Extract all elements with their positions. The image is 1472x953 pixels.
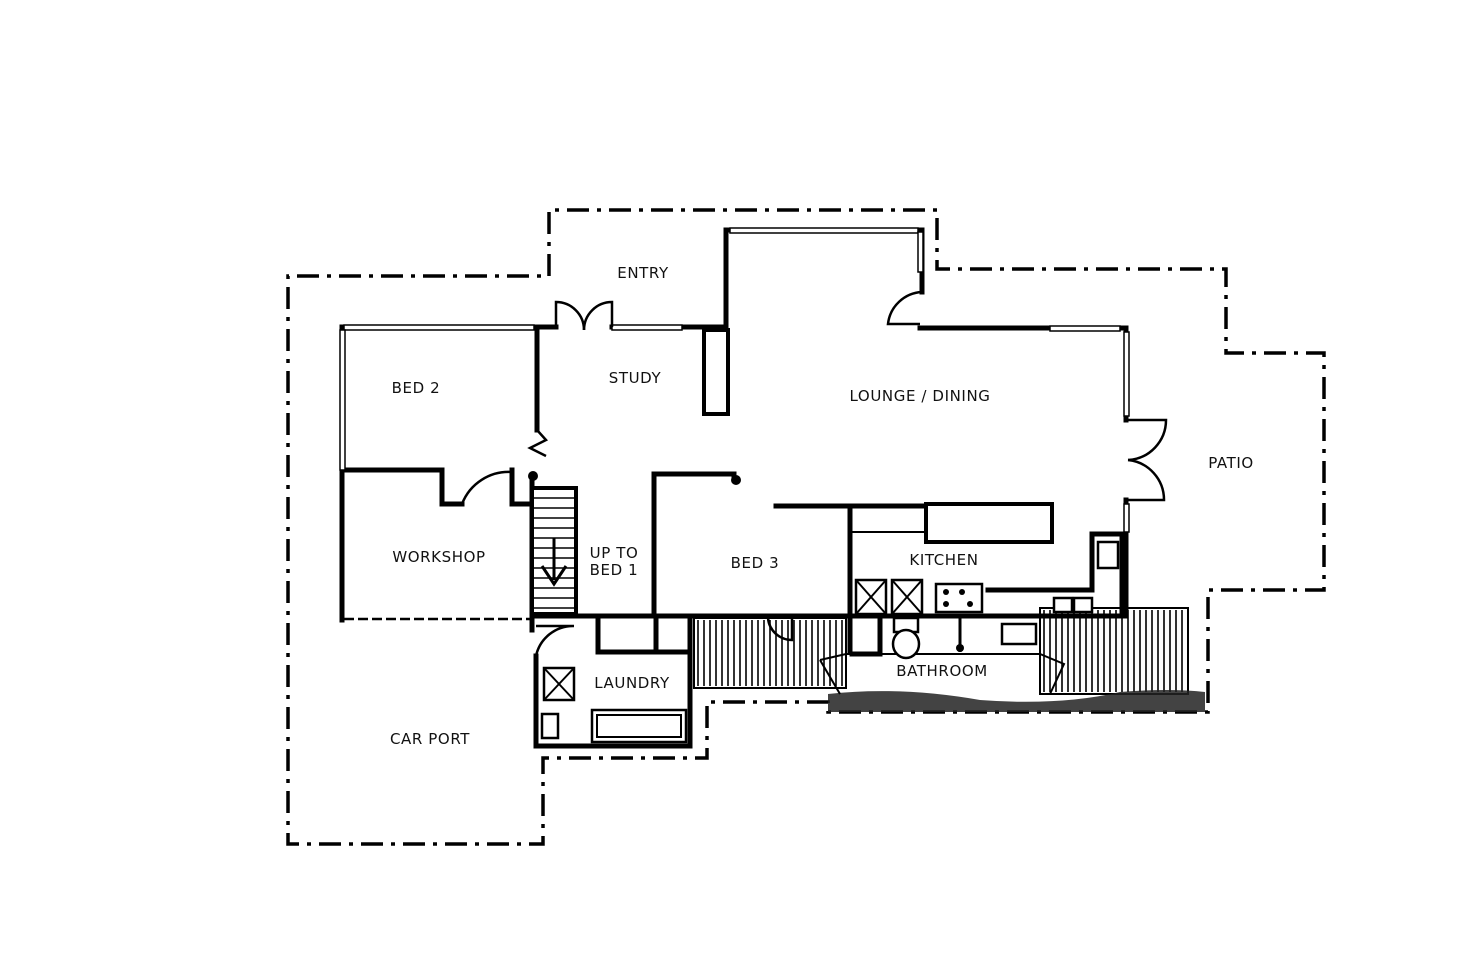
label-entry: ENTRY — [617, 264, 669, 282]
garden-bed — [828, 690, 1205, 712]
label-bed2: BED 2 — [392, 379, 441, 397]
label-lounge-dining: LOUNGE / DINING — [850, 387, 991, 405]
label-laundry: LAUNDRY — [594, 674, 670, 692]
label-patio: PATIO — [1208, 454, 1254, 472]
walls — [339, 227, 1129, 749]
label-bed1: BED 1 — [590, 561, 639, 579]
windows — [339, 227, 1130, 533]
label-up-to: UP TO — [590, 544, 639, 562]
staircase — [528, 471, 741, 616]
deck-hatch-right — [1039, 607, 1189, 695]
label-study: STUDY — [609, 369, 662, 387]
room-labels: ENTRY STUDY BED 2 LOUNGE / DINING PATIO … — [390, 264, 1254, 748]
doors — [460, 290, 1168, 657]
label-kitchen: KITCHEN — [909, 551, 978, 569]
label-carport: CAR PORT — [390, 730, 470, 748]
label-bathroom: BATHROOM — [896, 662, 988, 680]
property-boundary — [286, 208, 1326, 846]
label-workshop: WORKSHOP — [392, 548, 485, 566]
label-bed3: BED 3 — [731, 554, 780, 572]
fixtures — [540, 540, 1120, 744]
deck-hatch-left — [693, 617, 847, 689]
